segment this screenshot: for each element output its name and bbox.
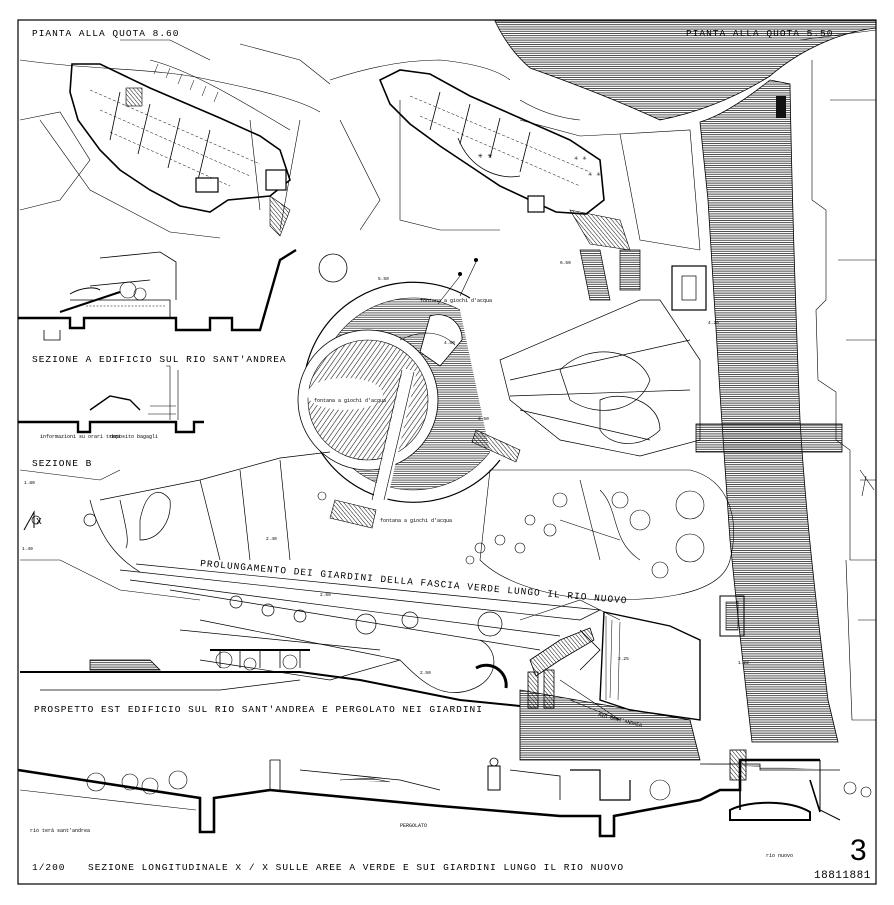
east-bank-buildings [799, 29, 877, 721]
scale-label: 1/200 [32, 862, 66, 873]
sheet-number: 3 [850, 834, 867, 867]
svg-text:X: X [36, 516, 43, 527]
svg-text:1.40: 1.40 [22, 546, 33, 552]
svg-text:1.22: 1.22 [738, 660, 749, 666]
street-lines [19, 469, 621, 621]
elevation-numbers: 5.50 6.50 4.50 3.50 2.40 2.60 1.80 1.40 … [22, 260, 749, 676]
sheet-frame [17, 19, 877, 885]
svg-text:3.50: 3.50 [478, 416, 489, 422]
building-east-wing: ✳ ✳ ✳ ✳ ✳ ✳ [378, 69, 631, 251]
garden-strip-label: PROLUNGAMENTO DEI GIARDINI DELLA FASCIA … [200, 558, 628, 606]
rio-nuovo-canal [494, 20, 877, 761]
svg-text:6.50: 6.50 [560, 260, 571, 266]
plan-title-upper: PIANTA ALLA QUOTA 8.60 [32, 28, 179, 39]
circular-fountain: fontana a giochi d'acqua fontana a gioch… [297, 258, 521, 529]
longitudinal-section-title: SEZIONE LONGITUDINALE X / X SULLE AREE A… [88, 862, 624, 873]
section-b-title: SEZIONE B [32, 458, 92, 469]
project-code: 18811881 [814, 870, 871, 882]
trees-garden [465, 469, 745, 637]
svg-text:2.25: 2.25 [618, 656, 629, 662]
svg-text:4.20: 4.20 [708, 320, 719, 326]
footbridge [695, 423, 843, 453]
elevation-east-title: PROSPETTO EST EDIFICIO SUL RIO SANT'ANDR… [34, 704, 483, 715]
rio-sant-andrea-building [527, 611, 701, 721]
promenade [31, 451, 602, 693]
svg-text:4.50: 4.50 [444, 340, 455, 346]
luggage-label: deposito bagagli [110, 434, 158, 440]
east-garden [499, 249, 707, 457]
plan-title-lower: PIANTA ALLA QUOTA 5.50 [686, 28, 833, 39]
section-a-drawing [18, 248, 297, 341]
pergolato-label: PERGOLATO [400, 823, 427, 829]
section-b-drawing: informazioni su orari treni deposito bag… [18, 365, 204, 440]
svg-text:2.40: 2.40 [266, 536, 277, 542]
svg-text:1.80: 1.80 [24, 480, 35, 486]
rio-right-label: rio nuovo [766, 853, 793, 859]
section-a-title: SEZIONE A EDIFICIO SUL RIO SANT'ANDREA [32, 354, 287, 365]
plant-symbol: ✳ ✳ [574, 155, 587, 163]
plant-symbol: ✳ ✳ [588, 171, 601, 179]
elevation-east-drawing [20, 649, 521, 707]
plant-symbol: ✳ ✳ [478, 152, 493, 161]
fountain-label: fontana a giochi d'acqua [314, 398, 386, 404]
building-west-wing [69, 59, 291, 237]
upper-plan-context [19, 39, 701, 251]
section-marker: X [23, 510, 43, 531]
info-label: informazioni su orari treni [40, 434, 121, 440]
fountain-label: fontana a giochi d'acqua [420, 298, 492, 304]
tree-marker [318, 253, 348, 283]
svg-text:2.50: 2.50 [420, 670, 431, 676]
svg-text:5.50: 5.50 [378, 276, 389, 282]
rio-left-label: rio terà sant'andrea [30, 828, 90, 834]
fountain-label: fontana a giochi d'acqua [380, 518, 452, 524]
svg-text:2.60: 2.60 [320, 592, 331, 598]
longitudinal-section-drawing: rio terà sant'andrea PERGOLATO rio nuovo [17, 749, 872, 859]
